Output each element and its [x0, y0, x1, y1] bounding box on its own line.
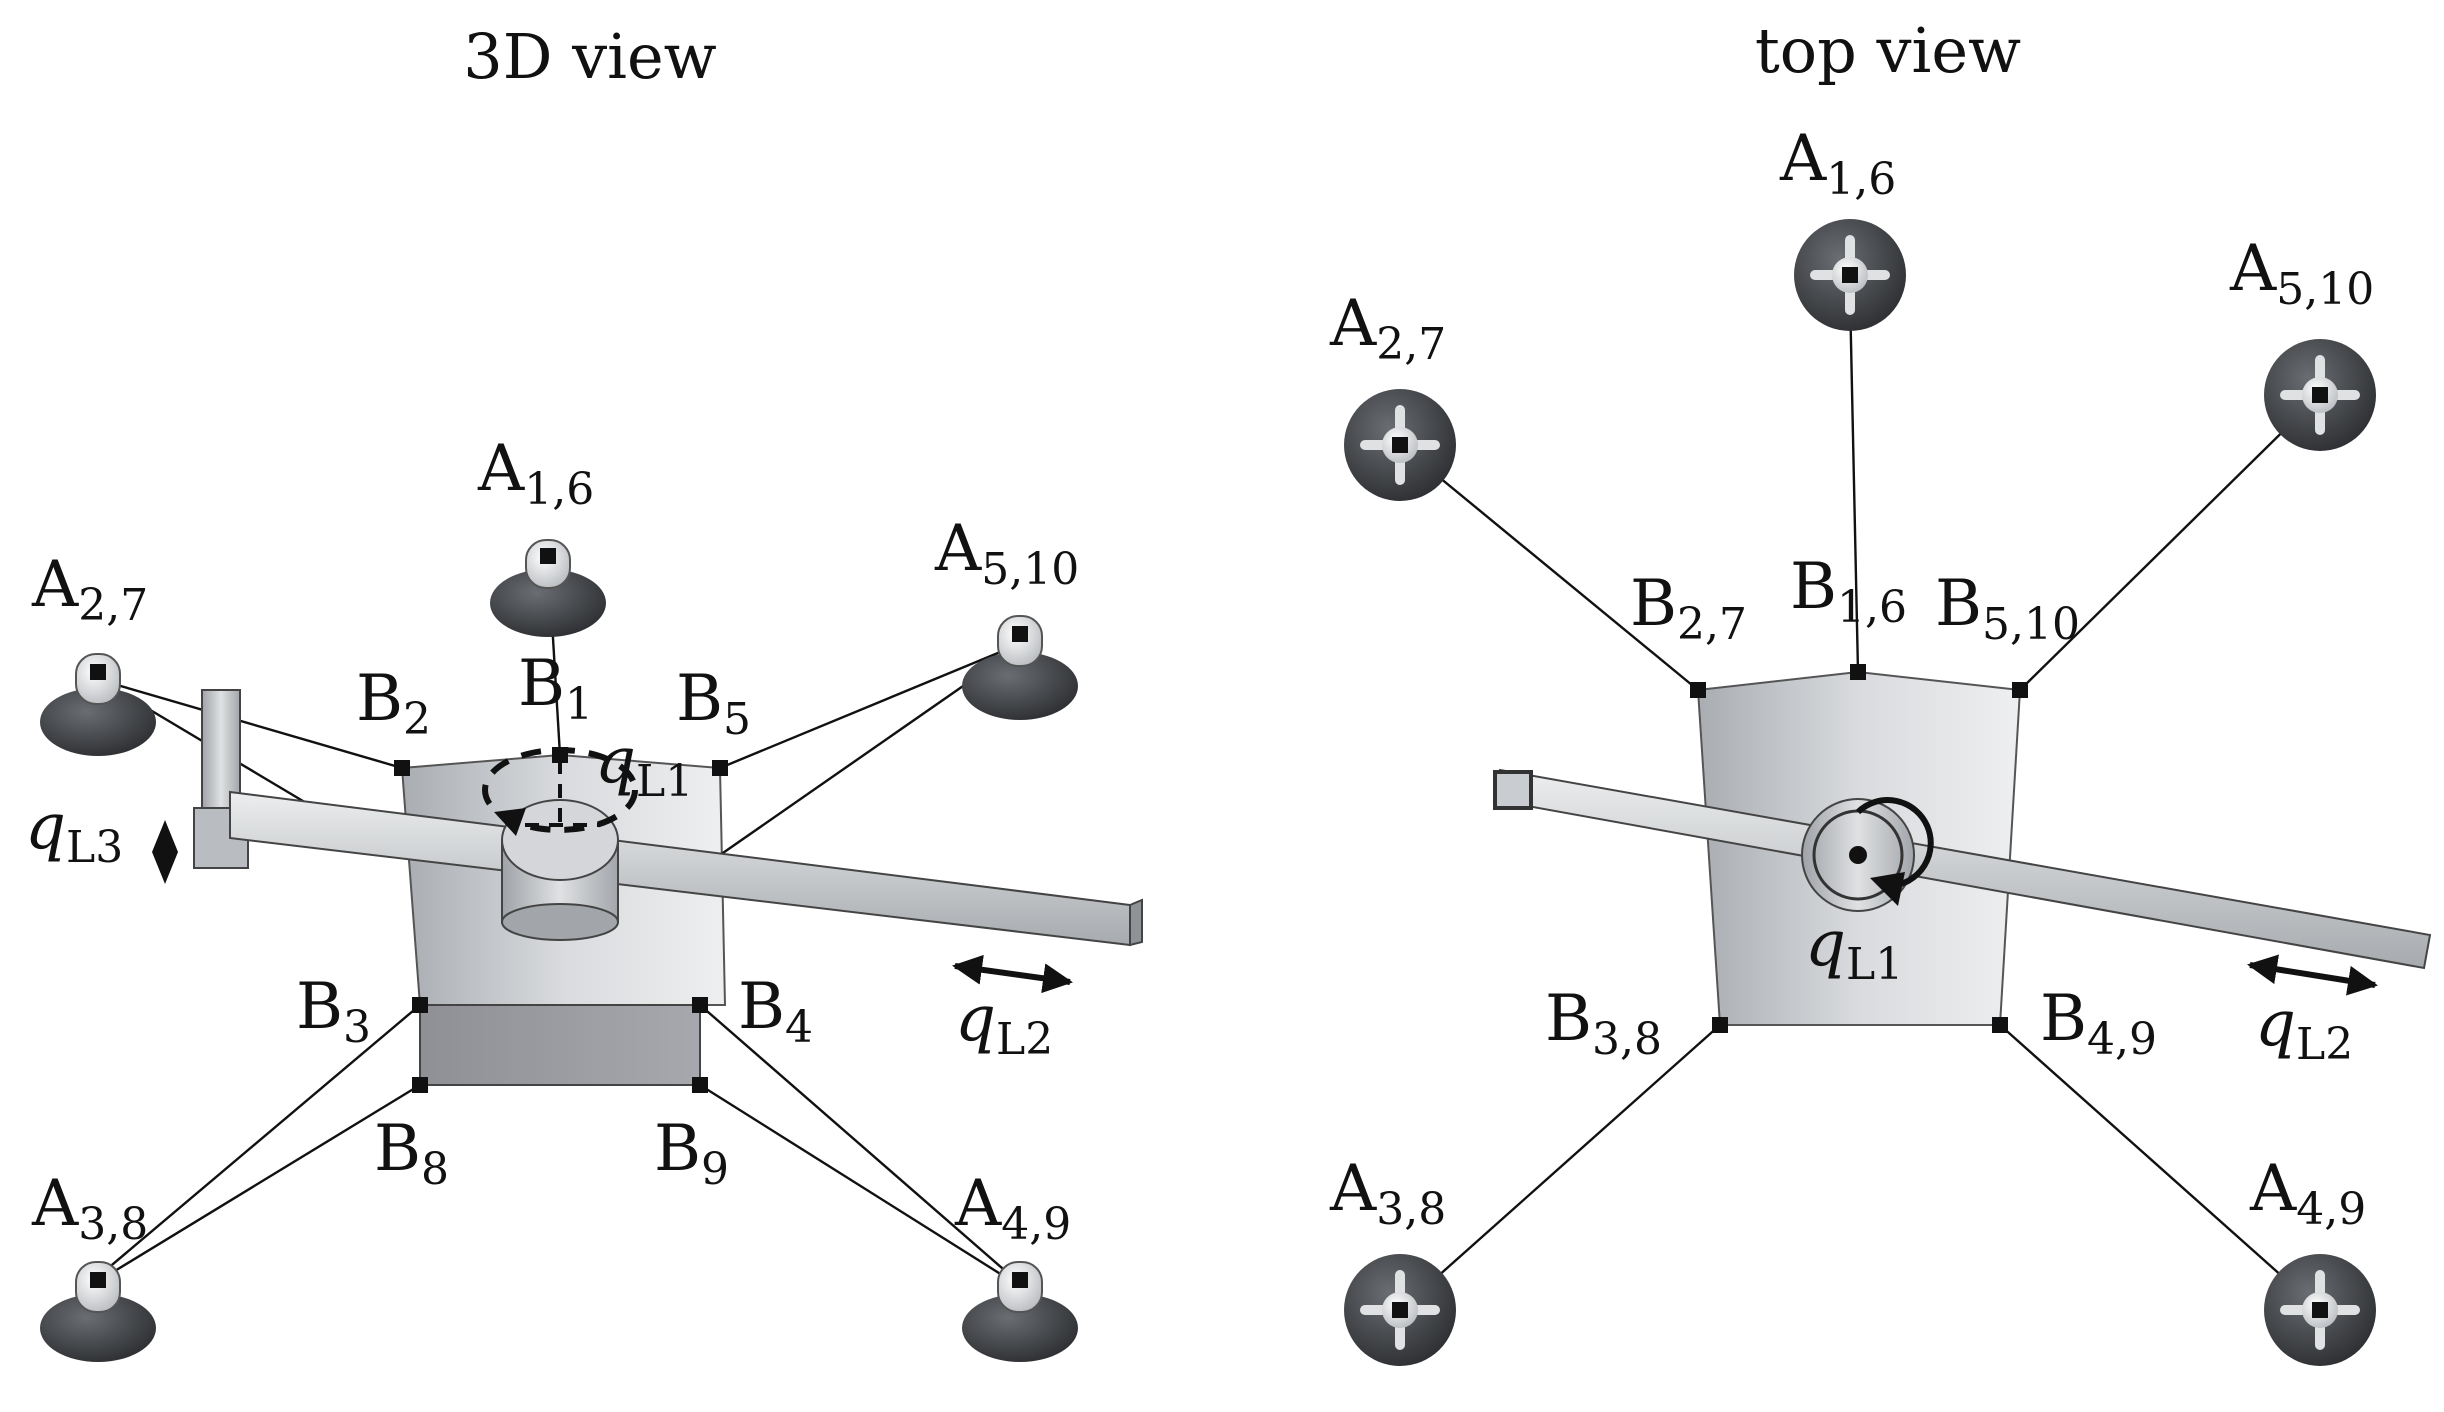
platform-front-3d [419, 1004, 701, 1086]
cylinder-top-3d [501, 799, 619, 881]
view-top: A1,6 A2,7 A5,10 A3,8 A4,9 B2,7 B1,6 B5,1… [1329, 122, 2432, 1366]
label-qL2-top: qL2 [2255, 987, 2353, 1070]
label-b49-top: B4,9 [2040, 982, 2157, 1065]
anchor-a27-3d [40, 653, 156, 756]
rotation-arrow-qL1-top [1855, 797, 1934, 889]
label-b9-3d: B9 [654, 1112, 729, 1195]
title-3d-view: 3D view [463, 20, 716, 93]
label-a49-3d: A4,9 [954, 1167, 1071, 1250]
translation-arrow-qL3-3d [152, 820, 178, 884]
anchor-a510-3d [962, 615, 1078, 720]
label-a510-top: A5,10 [2229, 232, 2374, 315]
anchor-a510-top [2264, 339, 2376, 451]
label-b8-3d: B8 [374, 1112, 449, 1195]
translation-arrow-qL2-top [2247, 954, 2378, 996]
b-markers-3d [394, 747, 728, 1093]
translation-arrow-qL2-3d [952, 954, 1073, 994]
label-b27-top: B2,7 [1630, 567, 1747, 650]
cables-top [1399, 294, 2321, 1311]
label-b1-3d: B1 [518, 647, 593, 730]
anchor-a38-top [1344, 1254, 1456, 1366]
label-a27-3d: A2,7 [31, 548, 148, 631]
label-b16-top: B1,6 [1790, 550, 1907, 633]
label-b38-top: B3,8 [1545, 982, 1662, 1065]
label-a38-top: A3,8 [1329, 1152, 1446, 1235]
view-3d: A1,6 A2,7 A5,10 A3,8 A4,9 B1 B2 B5 B3 B4… [25, 432, 1143, 1362]
label-a49-top: A4,9 [2249, 1152, 2366, 1235]
beam-end-top [1493, 770, 1533, 810]
title-top-view: top view [1755, 14, 2021, 87]
anchor-a38-3d [40, 1261, 156, 1362]
label-a27-top: A2,7 [1329, 287, 1446, 370]
label-a510-3d: A5,10 [934, 512, 1079, 595]
label-b5-3d: B5 [676, 662, 751, 745]
label-b3-3d: B3 [296, 970, 371, 1053]
label-qL3-3d: qL3 [25, 790, 123, 873]
anchor-a49-3d [962, 1261, 1078, 1362]
label-qL1-top: qL1 [1805, 907, 1903, 990]
anchor-a49-top [2264, 1254, 2376, 1366]
label-a38-3d: A3,8 [31, 1167, 148, 1250]
label-b4-3d: B4 [738, 970, 813, 1053]
label-a16-top: A1,6 [1779, 122, 1896, 205]
label-a16-3d: A1,6 [477, 432, 594, 515]
label-qL2-3d: qL2 [955, 982, 1053, 1065]
anchor-a16-3d [490, 539, 606, 637]
anchor-a16-top [1794, 219, 1906, 331]
label-b510-top: B5,10 [1935, 567, 2080, 650]
b-markers-top [1690, 664, 2028, 1033]
label-qL1-3d: qL1 [595, 724, 693, 807]
anchor-a27-top [1344, 389, 1456, 501]
label-b2-3d: B2 [356, 662, 431, 745]
